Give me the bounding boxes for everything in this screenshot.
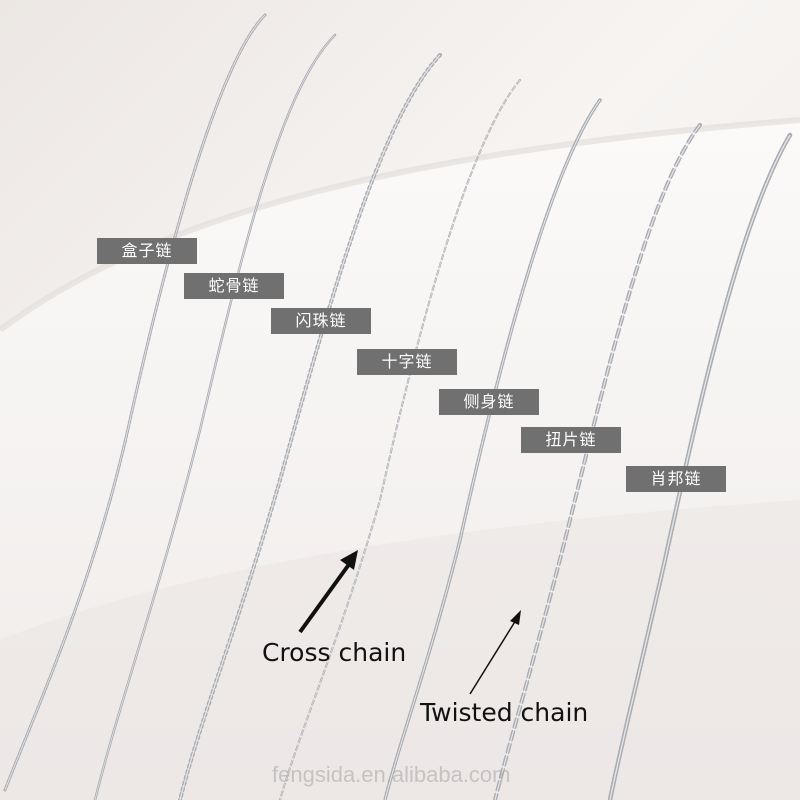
label-cross-chain: 十字链 xyxy=(357,349,457,375)
label-curb-chain: 侧身链 xyxy=(439,389,539,415)
box-chain-highlight xyxy=(4,14,266,791)
chains-group xyxy=(3,13,793,800)
label-bead-chain: 闪珠链 xyxy=(271,308,371,334)
twisted-chain-arrow xyxy=(469,610,521,695)
snake-chain-highlight xyxy=(94,34,336,800)
curb-chain-highlight xyxy=(384,99,601,800)
chopin-chain-highlight xyxy=(609,134,791,800)
caption-twisted-chain: Twisted chain xyxy=(420,698,589,727)
label-snake-chain: 蛇骨链 xyxy=(184,273,284,299)
label-twisted-chain: 扭片链 xyxy=(521,427,621,453)
bead-chain-highlight xyxy=(179,54,441,800)
caption-cross-chain: Cross chain xyxy=(262,638,407,667)
watermark: fengsida.en.alibaba.com xyxy=(272,762,511,787)
cross-chain-arrow xyxy=(298,550,358,634)
twisted-chain-highlight xyxy=(494,124,701,800)
label-chopin-chain: 肖邦链 xyxy=(626,466,726,492)
cross-chain-highlight xyxy=(279,79,521,800)
label-box-chain: 盒子链 xyxy=(97,238,197,264)
paper-shadow xyxy=(0,117,800,333)
